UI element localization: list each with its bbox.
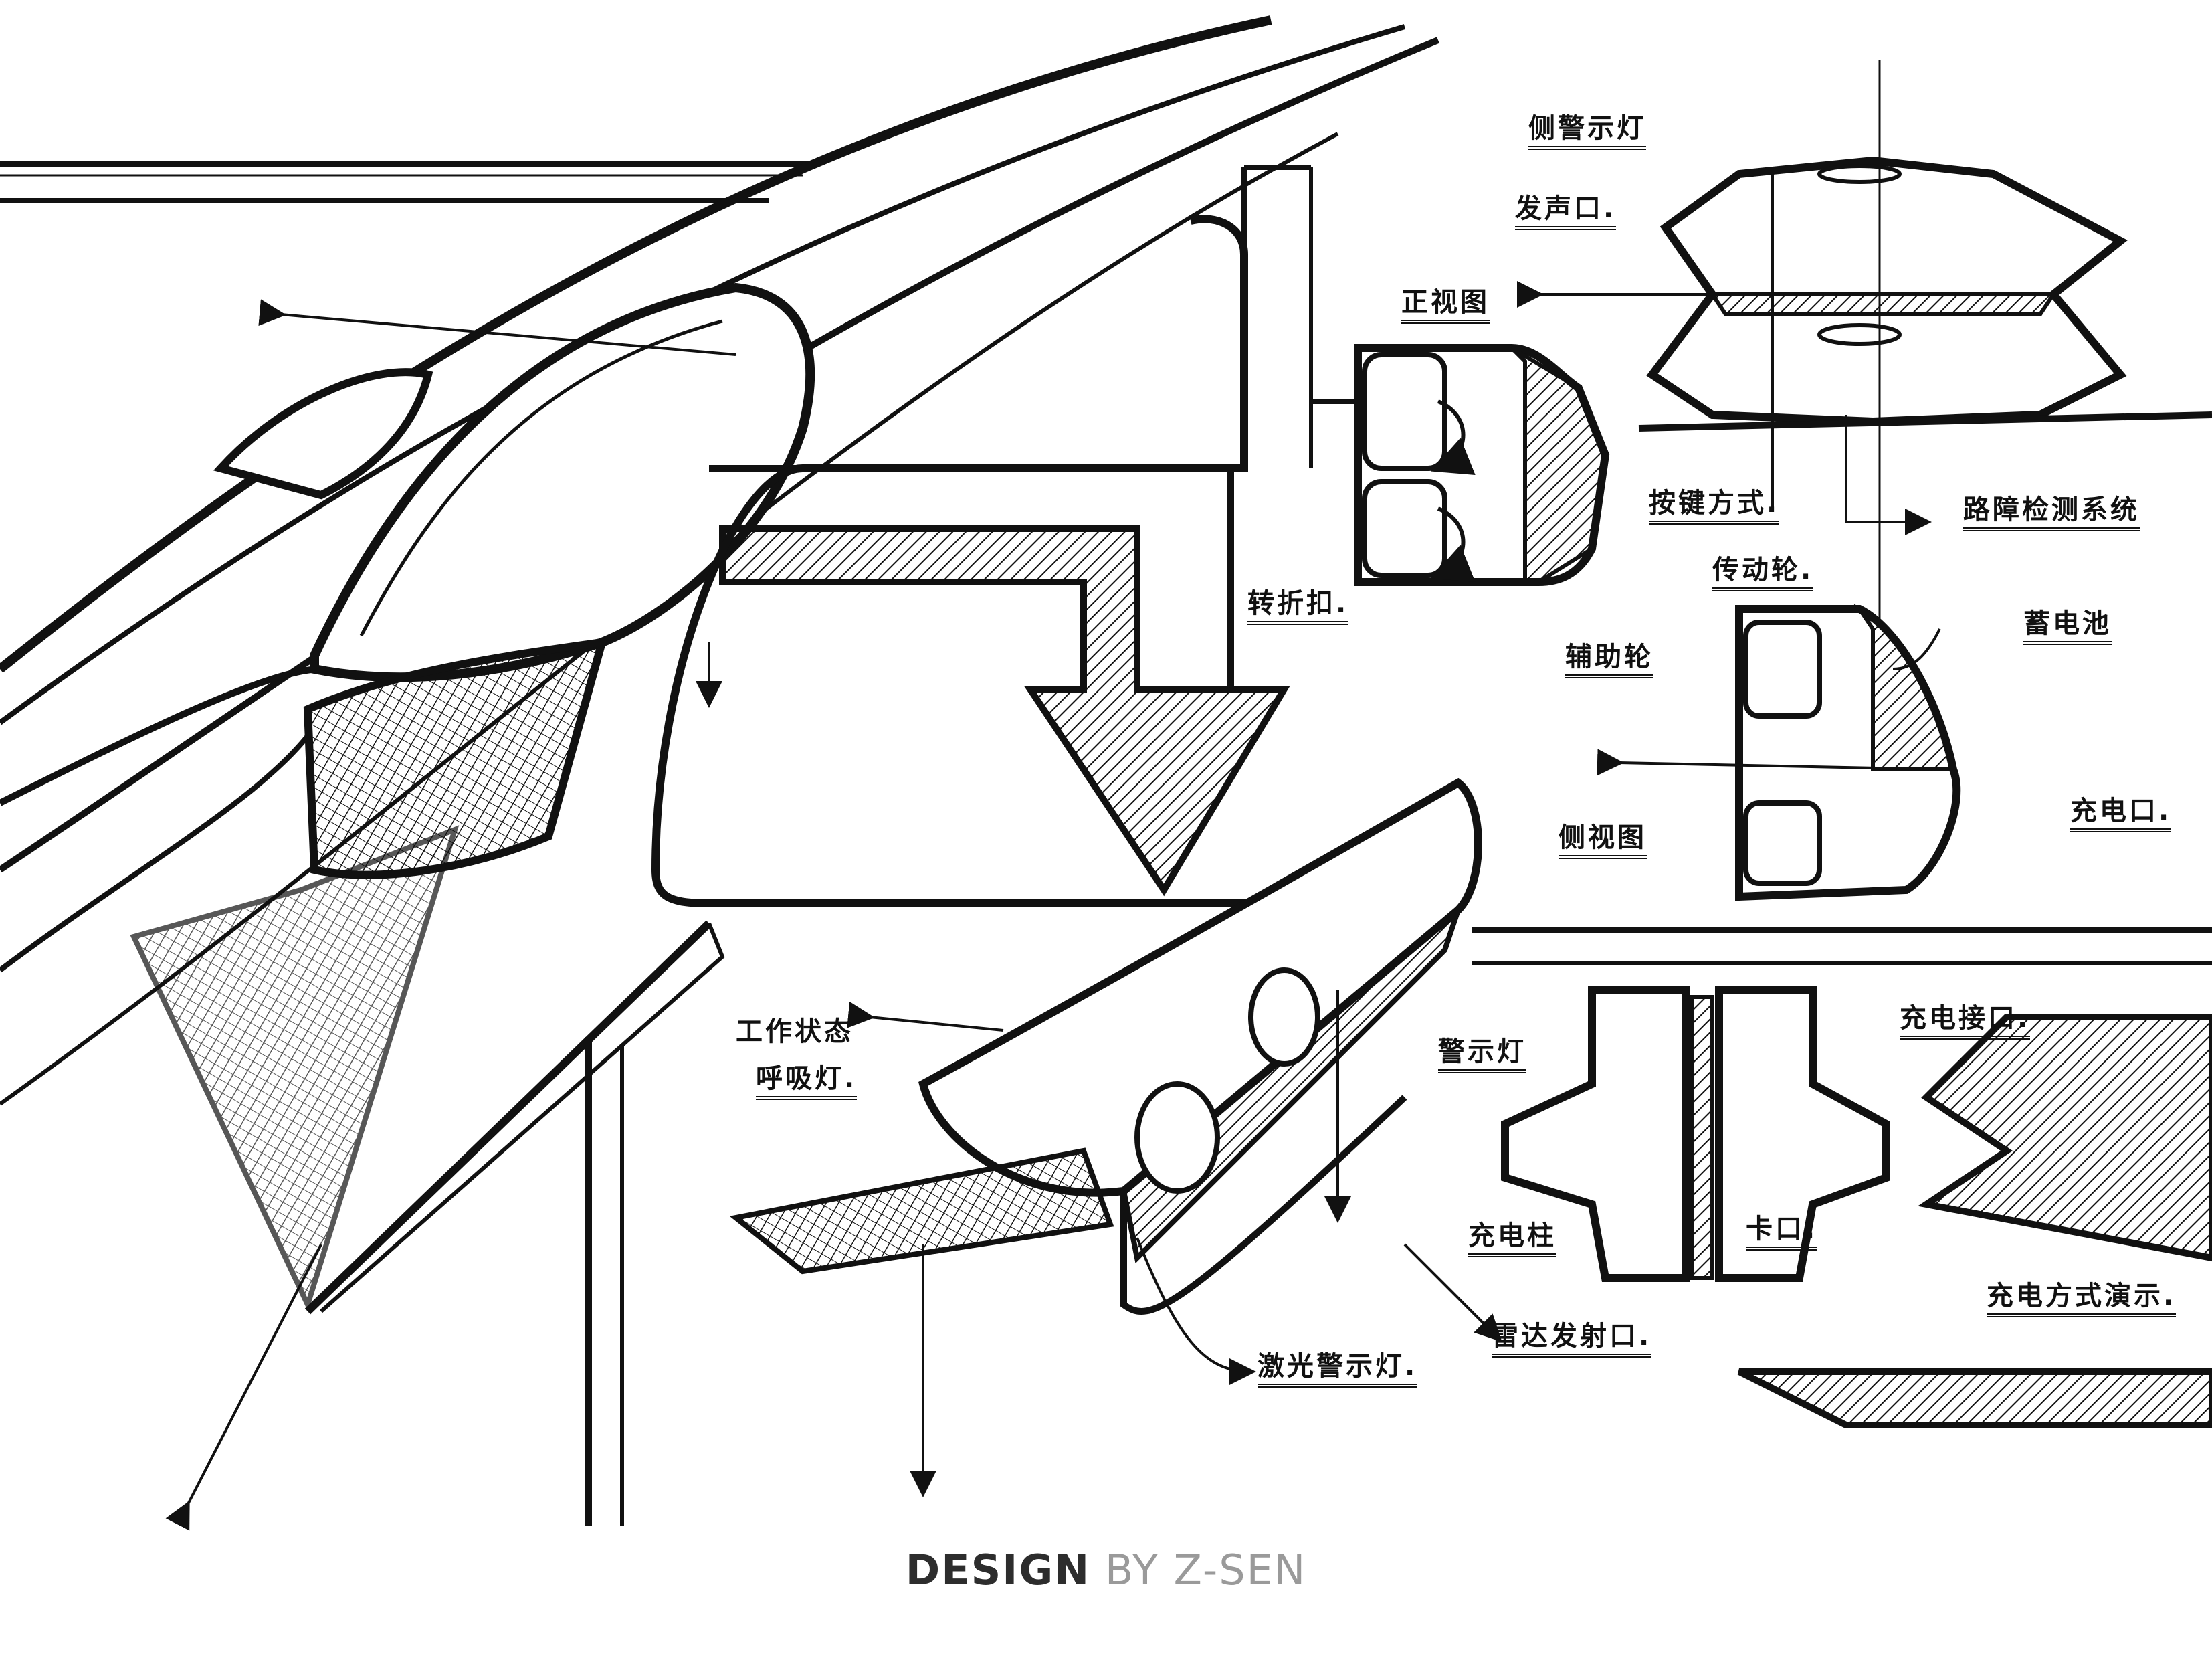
triangle-platform [304,165,1451,1526]
charging-post [1501,986,1890,1282]
label-clip: 卡口. [1746,1214,1818,1251]
top-rail [0,161,816,203]
side-view-module [1735,604,1961,901]
footer-design: DESIGN [905,1546,1091,1594]
label-drive-wheel: 传动轮. [1712,555,1814,591]
footer-by: BY Z-SEN [1104,1546,1307,1594]
label-sound-outlet: 发声口. [1515,194,1617,230]
label-charging-post: 充电柱 [1468,1221,1556,1257]
hex-robot-top [1646,60,2128,870]
leader-lines [165,281,1941,1531]
right-arrow-shapes [1472,411,2212,1428]
label-button-mode: 按键方式. [1649,488,1780,525]
label-charging-port: 充电口. [2070,796,2172,832]
label-radar-emitter: 雷达发射口. [1492,1321,1652,1358]
label-rotating-buckle: 转折扣. [1247,589,1349,625]
label-status-line1: 工作状态 [736,1016,853,1047]
label-warning-light: 警示灯 [1438,1037,1526,1073]
label-charging-demo: 充电方式演示. [1987,1281,2177,1317]
label-side-indicator-light: 侧警示灯 [1528,114,1646,150]
label-battery: 蓄电池 [2023,609,2112,645]
lower-robot [729,777,1482,1315]
robot-perspective [0,282,815,1313]
label-obstacle-detection: 路障检测系统 [1963,495,2140,531]
label-auxiliary-wheel: 辅助轮 [1565,642,1653,678]
label-charging-interface: 充电接口. [1900,1004,2031,1040]
label-status-line2: 呼吸灯. [756,1064,858,1100]
label-front-view: 正视图 [1401,288,1490,324]
front-view-module [1354,344,1610,586]
label-side-view: 侧视图 [1559,823,1647,859]
downward-arrow [709,465,1290,897]
footer-credit: DESIGN BY Z-SEN [0,1546,2212,1594]
label-laser-warning-light: 激光警示灯. [1258,1352,1418,1388]
